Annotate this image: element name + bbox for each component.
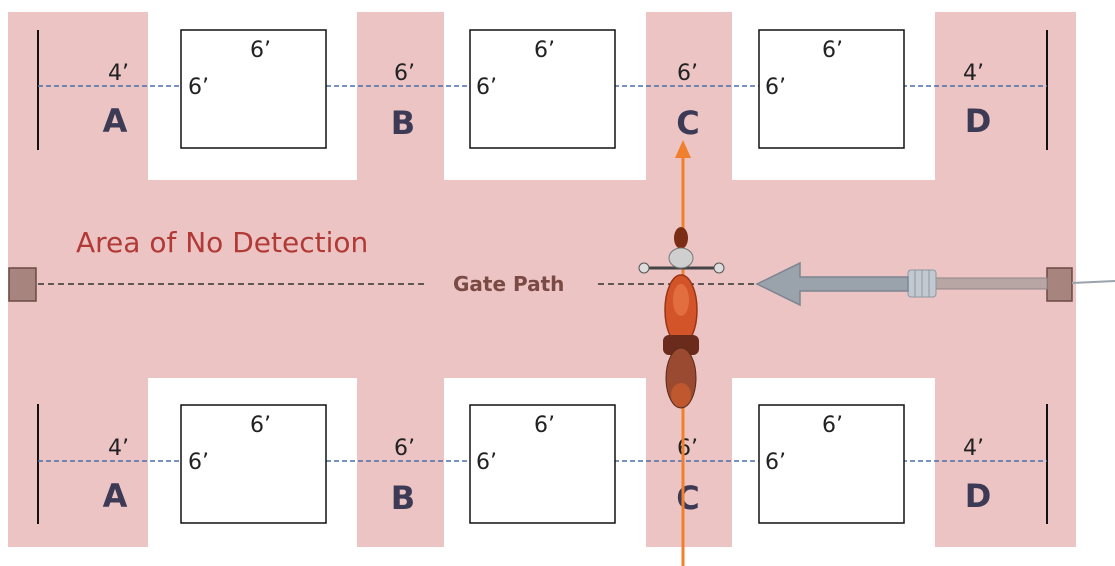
bottom-zone-a: A xyxy=(103,477,128,515)
bottom-loop-1-top-dim: 6’ xyxy=(250,413,271,438)
bottom-loop-1 xyxy=(180,404,327,524)
bottom-gap-b: 6’ xyxy=(394,436,415,461)
top-loop-3-top-dim: 6’ xyxy=(822,38,843,63)
bottom-loop-2-side-dim: 6’ xyxy=(476,450,497,475)
bottom-loop-3-top-dim: 6’ xyxy=(822,413,843,438)
detection-area xyxy=(8,12,1076,547)
area-of-no-detection-label: Area of No Detection xyxy=(76,226,368,259)
top-gap-d: 4’ xyxy=(963,61,984,86)
bottom-gap-c: 6’ xyxy=(677,436,698,461)
bottom-zone-b: B xyxy=(391,479,415,517)
gate-arm-arrow-icon xyxy=(755,261,1048,307)
top-gap-c: 6’ xyxy=(677,61,698,86)
bottom-gap-a: 4’ xyxy=(108,436,129,461)
bottom-loop-2-top-dim: 6’ xyxy=(534,413,555,438)
top-loop-3 xyxy=(758,29,905,149)
bottom-zone-c: C xyxy=(676,479,699,517)
top-zone-b: B xyxy=(391,104,415,142)
top-row: 6’ 6’ 6’ 6’ 6’ 6’ 4’ 6’ 6’ 4’ A B C D xyxy=(37,29,1048,150)
top-zone-a: A xyxy=(103,102,128,140)
top-loop-2 xyxy=(469,29,616,149)
gate-post-left-icon xyxy=(8,267,37,302)
top-loop-3-side-dim: 6’ xyxy=(765,75,786,100)
gate-post-right-icon xyxy=(1046,267,1073,302)
top-loop-1-side-dim: 6’ xyxy=(188,75,209,100)
bottom-loop-1-side-dim: 6’ xyxy=(188,450,209,475)
bottom-row: 6’ 6’ 6’ 6’ 6’ 6’ 4’ 6’ 6’ 4’ A B C D xyxy=(37,404,1048,524)
bottom-loop-3-side-dim: 6’ xyxy=(765,450,786,475)
top-loop-1 xyxy=(180,29,327,149)
motorcycle-icon xyxy=(638,227,725,409)
gate-post-right-cable xyxy=(1071,280,1115,284)
bottom-zone-d: D xyxy=(965,477,992,515)
top-loop-1-top-dim: 6’ xyxy=(250,38,271,63)
top-loop-2-top-dim: 6’ xyxy=(534,38,555,63)
top-loop-2-side-dim: 6’ xyxy=(476,75,497,100)
top-gap-a: 4’ xyxy=(108,61,129,86)
top-gap-b: 6’ xyxy=(394,61,415,86)
gate-path-label: Gate Path xyxy=(453,272,564,296)
bottom-loop-2 xyxy=(469,404,616,524)
top-zone-c: C xyxy=(676,104,699,142)
bottom-gap-d: 4’ xyxy=(963,436,984,461)
top-zone-d: D xyxy=(965,102,992,140)
bottom-loop-3 xyxy=(758,404,905,524)
